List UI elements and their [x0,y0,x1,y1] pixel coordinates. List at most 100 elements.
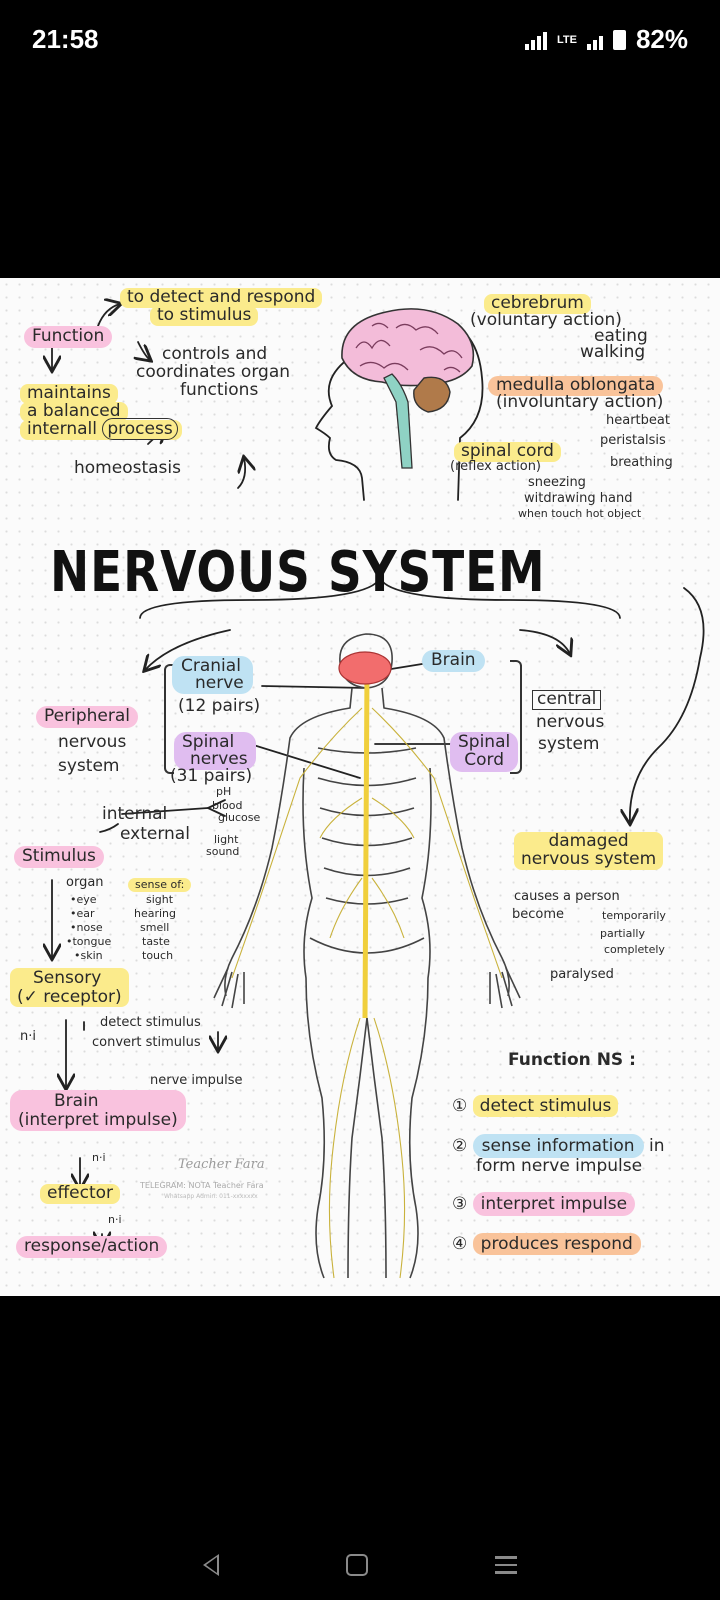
ph-label: pH [216,785,232,798]
ni-label-2: n·i [92,1151,106,1164]
cranial-pairs: (12 pairs) [178,696,261,716]
glucose-label: glucose [218,811,261,824]
stimulus-label: Stimulus [14,846,104,868]
peripheral-nervous: nervous [58,732,127,752]
brain-illustration [341,308,475,469]
ni-label-3: n·i [108,1213,122,1226]
function-label: Function [24,326,113,348]
recent-apps-icon[interactable] [494,1556,517,1574]
battery-icon [612,29,626,50]
effector-label: effector [40,1184,121,1204]
detect-respond-line1: to detect and respond [120,288,323,308]
central-label: central [532,690,602,710]
maintains-line3: internall process [20,418,182,440]
blood-label: blood [212,799,243,812]
eating-label: eating [594,326,648,346]
become-label: become [512,907,565,922]
watermark-signature: Teacher Fara [178,1157,265,1172]
withdraw-line1: witdrawing hand [524,491,633,506]
function-item-2-cont: form nerve impulse [476,1156,643,1176]
causes-label: causes a person [514,889,620,904]
organ-eye: •eye [70,893,97,906]
function-ns-title: Function NS : [508,1050,636,1070]
detect-stimulus-step: detect stimulus [100,1015,201,1030]
brain-interpret-label: Brain(interpret impulse) [10,1090,186,1132]
homeostasis-label: homeostasis [74,458,181,478]
internal-label: internal [102,804,168,824]
sense-hearing: hearing [134,907,177,920]
function-item-3: ③ interpret impulse [452,1192,636,1216]
watermark-whatsapp: Whatsapp Admin: 011-xxxxxxx [164,1193,258,1200]
sense-taste: taste [142,935,170,948]
nerve-network [231,707,503,1279]
function-item-4: ④ produces respond [452,1233,641,1255]
network-type: LTE [556,33,577,46]
cns-bracket [510,660,522,774]
sound-label: sound [206,845,240,858]
medulla-desc: (involuntary action) [496,392,664,412]
light-label: light [214,833,239,846]
back-icon[interactable] [203,1554,220,1576]
central-nervous: nervous [536,712,605,732]
status-icons: LTE 82% [524,24,688,55]
sense-smell: smell [140,921,170,934]
partially-label: partially [600,927,645,940]
brain-highlight [338,651,392,685]
pns-bracket [164,664,174,774]
spinal-pairs: (31 pairs) [170,766,253,786]
organ-header: organ [66,875,104,890]
spinal-cord-desc: (reflex action) [450,459,541,474]
brain-label: Brain [422,650,485,672]
central-system: system [538,734,600,754]
sensory-receptor-label: Sensory(✓ receptor) [10,968,129,1008]
maintains-line1: maintains [20,384,118,404]
maintains-line2: a balanced [20,402,128,422]
process-circled: process [102,418,178,440]
organ-ear: •ear [70,907,95,920]
status-time: 21:58 [32,24,99,54]
function-item-2: ② sense information in [452,1134,665,1158]
controls-line1: controls and [162,344,268,364]
external-label: external [120,824,190,844]
completely-label: completely [604,943,665,956]
withdraw-line2: when touch hot object [518,507,642,520]
paralysed-label: paralysed [550,967,614,982]
sense-header: sense of: [128,878,192,892]
signal-icon-2 [586,30,603,50]
peristalsis-label: peristalsis [600,433,666,448]
controls-line3: functions [180,380,259,400]
walking-label: walking [580,342,646,362]
cerebrum-desc: (voluntary action) [470,310,622,330]
home-icon[interactable] [345,1554,368,1576]
peripheral-system: system [58,756,120,776]
temporarily-label: temporarily [602,909,666,922]
sense-touch: touch [142,949,174,962]
nerve-impulse-step: nerve impulse [150,1073,243,1088]
sense-sight: sight [146,893,174,906]
system-nav-bar [0,1530,720,1600]
signal-icon [524,30,547,50]
ni-label-1: n·i [20,1029,36,1044]
organ-skin: •skin [74,949,103,962]
medulla-label: medulla oblongata [488,376,664,396]
page-title: NERVOUS SYSTEM [50,540,546,605]
convert-stimulus-step: convert stimulus [92,1035,201,1050]
sneezing-label: sneezing [528,475,586,490]
heartbeat-label: heartbeat [606,413,670,428]
nervous-system-infographic[interactable]: Function to detect and respond to stimul… [0,278,720,1296]
organ-tongue: •tongue [66,935,112,948]
battery-level: 82% [635,24,688,54]
peripheral-label: Peripheral [36,706,138,728]
function-item-1: ① detect stimulus [452,1095,619,1117]
cerebrum-label: cebrebrum [484,294,591,314]
spinal-cord-label: spinal cord [454,442,561,462]
breathing-label: breathing [610,455,673,470]
organ-nose: •nose [70,921,103,934]
controls-line2: coordinates organ [136,362,291,382]
detect-respond-line2: to stimulus [150,306,259,326]
watermark-telegram: TELEGRAM: NOTA Teacher Fara [140,1181,264,1190]
